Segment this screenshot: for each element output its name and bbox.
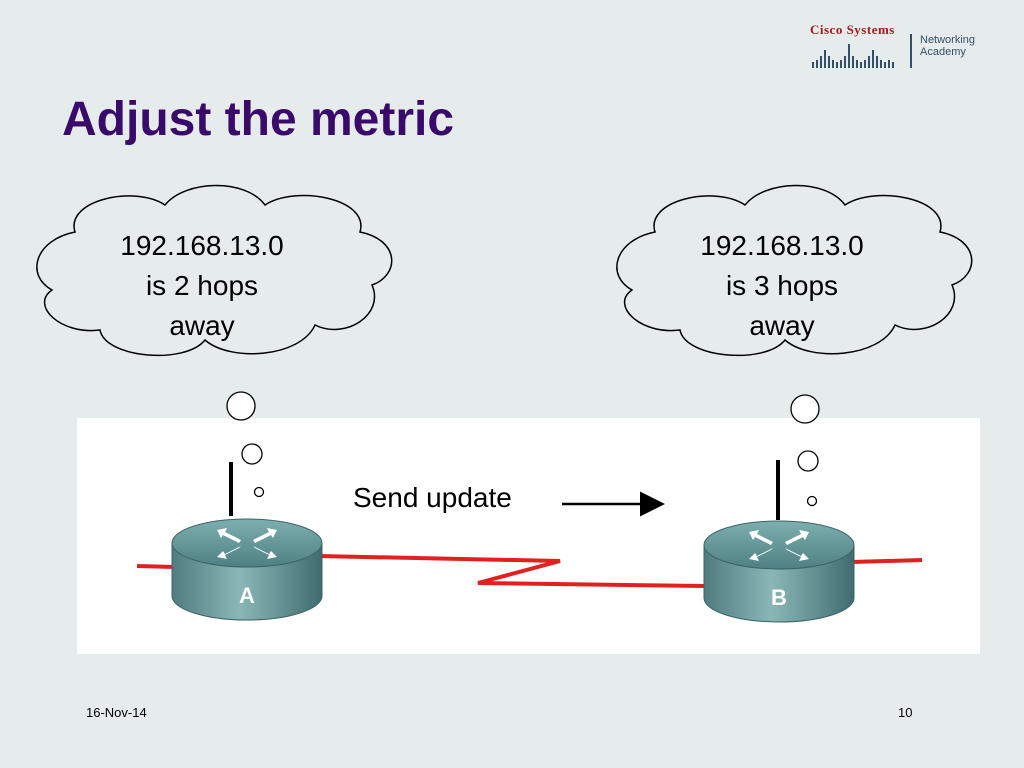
router-a: A bbox=[171, 462, 323, 621]
logo-line-2: Academy bbox=[920, 46, 966, 58]
router-a-label: A bbox=[239, 583, 255, 608]
cloud-b-line-3: away bbox=[749, 310, 815, 341]
cisco-bars-icon bbox=[812, 44, 894, 68]
footer-date: 16-Nov-14 bbox=[86, 705, 147, 720]
send-update-label: Send update bbox=[353, 482, 512, 513]
thought-bubble-b-large bbox=[790, 394, 820, 424]
link-right-stub bbox=[851, 558, 923, 564]
thought-bubble-b-medium bbox=[797, 450, 819, 472]
logo-separator bbox=[910, 34, 912, 68]
cloud-a-line-3: away bbox=[169, 310, 235, 341]
thought-bubble-a-medium bbox=[241, 443, 263, 465]
cloud-b-line-1: 192.168.13.0 bbox=[700, 230, 864, 261]
link-left-stub bbox=[136, 564, 176, 569]
cloud-a-line-2: is 2 hops bbox=[145, 270, 259, 301]
cloud-a-line-1: 192.168.13.0 bbox=[120, 230, 284, 261]
footer-page-number: 10 bbox=[898, 705, 913, 720]
serial-link bbox=[317, 554, 706, 588]
networking-academy-label: Networking Academy bbox=[920, 34, 975, 58]
cisco-systems-wordmark: Cisco Systems bbox=[810, 22, 895, 37]
thought-bubble-a-large bbox=[226, 391, 256, 421]
router-b: B bbox=[703, 460, 855, 623]
cloud-a-text: 192.168.13.0 is 2 hops away bbox=[92, 226, 312, 346]
cisco-networking-academy-logo: Cisco Systems Networking bbox=[810, 20, 990, 70]
slide-title: Adjust the metric bbox=[62, 93, 455, 146]
thought-cloud-b bbox=[616, 184, 973, 357]
thought-bubble-a-small bbox=[253, 486, 265, 498]
cloud-b-text: 192.168.13.0 is 3 hops away bbox=[672, 226, 892, 346]
thought-cloud-a bbox=[36, 184, 393, 357]
thought-bubble-b-small bbox=[806, 495, 818, 507]
router-b-label: B bbox=[771, 585, 787, 610]
cloud-b-line-2: is 3 hops bbox=[725, 270, 839, 301]
logo-line-1: Networking bbox=[920, 34, 976, 46]
